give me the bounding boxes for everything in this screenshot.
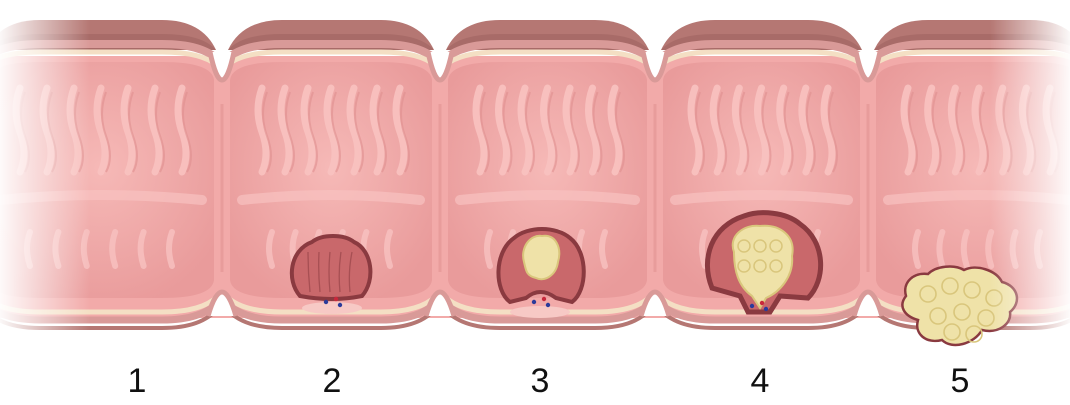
cell [334, 297, 338, 301]
cell [750, 304, 754, 308]
mucosal-fold-lower [602, 232, 605, 266]
left-fade [0, 0, 90, 360]
cell [532, 300, 536, 304]
stage-labels: 1 2 3 4 5 [128, 362, 970, 400]
stage-label-3: 3 [531, 362, 550, 400]
cell [338, 303, 342, 307]
circular-fold [460, 195, 635, 200]
cell [324, 300, 328, 304]
stage-label-1: 1 [128, 362, 147, 400]
lesion-base [302, 302, 362, 314]
cell [542, 297, 546, 301]
mucosal-fold-lower [939, 232, 942, 266]
mucosal-fold-lower [169, 232, 172, 266]
right-fade [990, 0, 1070, 360]
cell [764, 307, 768, 311]
circular-fold [675, 195, 848, 200]
stage-label-5: 5 [951, 362, 970, 400]
mucosal-fold-lower [915, 232, 918, 266]
cell [546, 303, 550, 307]
mucosal-fold-lower [387, 232, 390, 266]
lesion-base [510, 306, 570, 318]
mucosal-fold-lower [269, 232, 272, 266]
cell [760, 301, 764, 305]
adenoma-polyp [292, 236, 371, 299]
circular-fold [242, 195, 420, 200]
mucosal-fold-lower [702, 232, 705, 266]
mucosal-fold-lower [112, 232, 115, 266]
early-tumor [523, 236, 559, 279]
mucosal-fold-lower [487, 232, 490, 266]
mucosal-fold-lower [964, 232, 967, 266]
stage-label-2: 2 [323, 362, 342, 400]
mucosal-fold-lower [141, 232, 144, 266]
stage-label-4: 4 [751, 362, 770, 400]
